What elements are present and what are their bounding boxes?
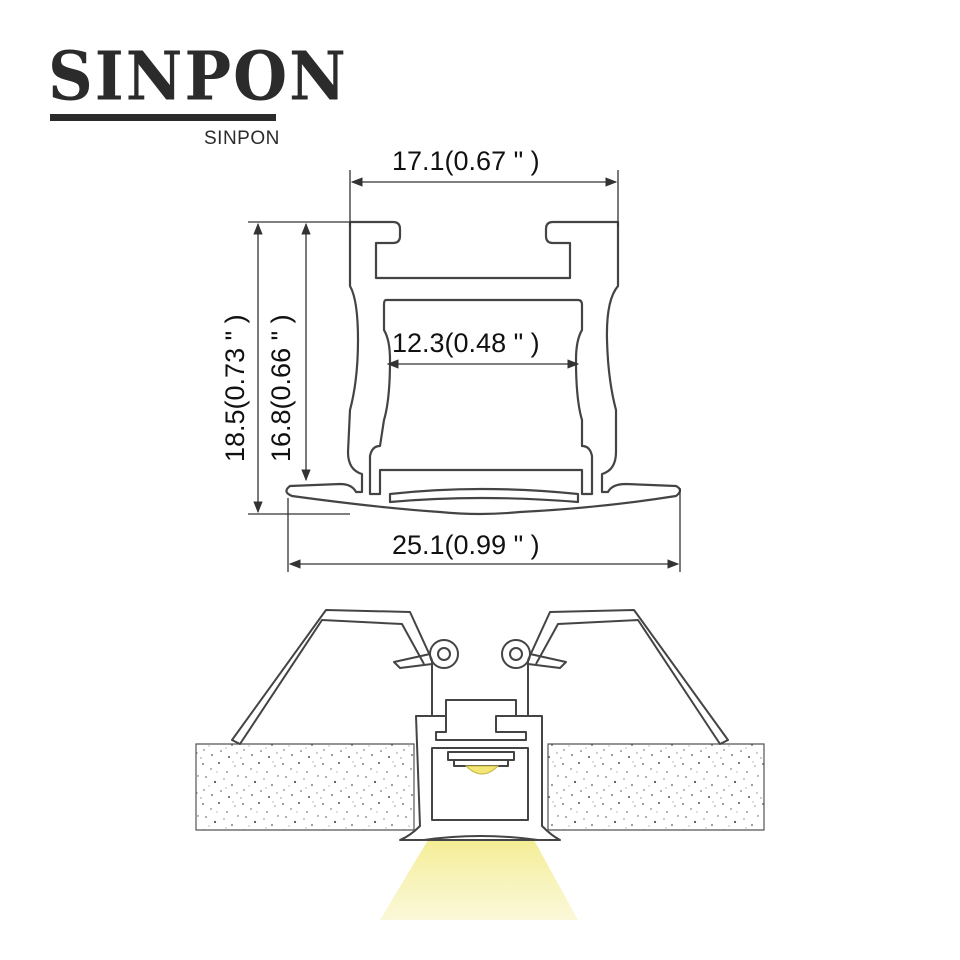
installed-profile [399, 715, 561, 841]
dim-top-width: 17.1(0.67 " ) [392, 146, 540, 176]
logo-subtitle: SINPON [204, 128, 280, 149]
light-beam [380, 840, 578, 920]
dim-total-height: 18.5(0.73 " ) [220, 314, 250, 462]
logo-wordmark: SINPON [48, 36, 348, 116]
profile-inner-chamber [368, 298, 594, 496]
logo-underline [50, 114, 276, 121]
brand-logo: SINPON SINPON [44, 37, 346, 150]
led-chip [464, 765, 500, 775]
dim-bottom-width: 25.1(0.99 " ) [392, 530, 540, 560]
profile-cross-section [285, 220, 682, 516]
profile-lens [388, 487, 580, 504]
mounting-springs [231, 609, 729, 745]
dim-body-height: 16.8(0.66 " ) [266, 314, 296, 462]
ceiling-board [195, 743, 765, 831]
dim-inner-width: 12.3(0.48 " ) [392, 328, 540, 358]
installation-illustration [195, 609, 765, 920]
dimension-lines [248, 170, 681, 572]
